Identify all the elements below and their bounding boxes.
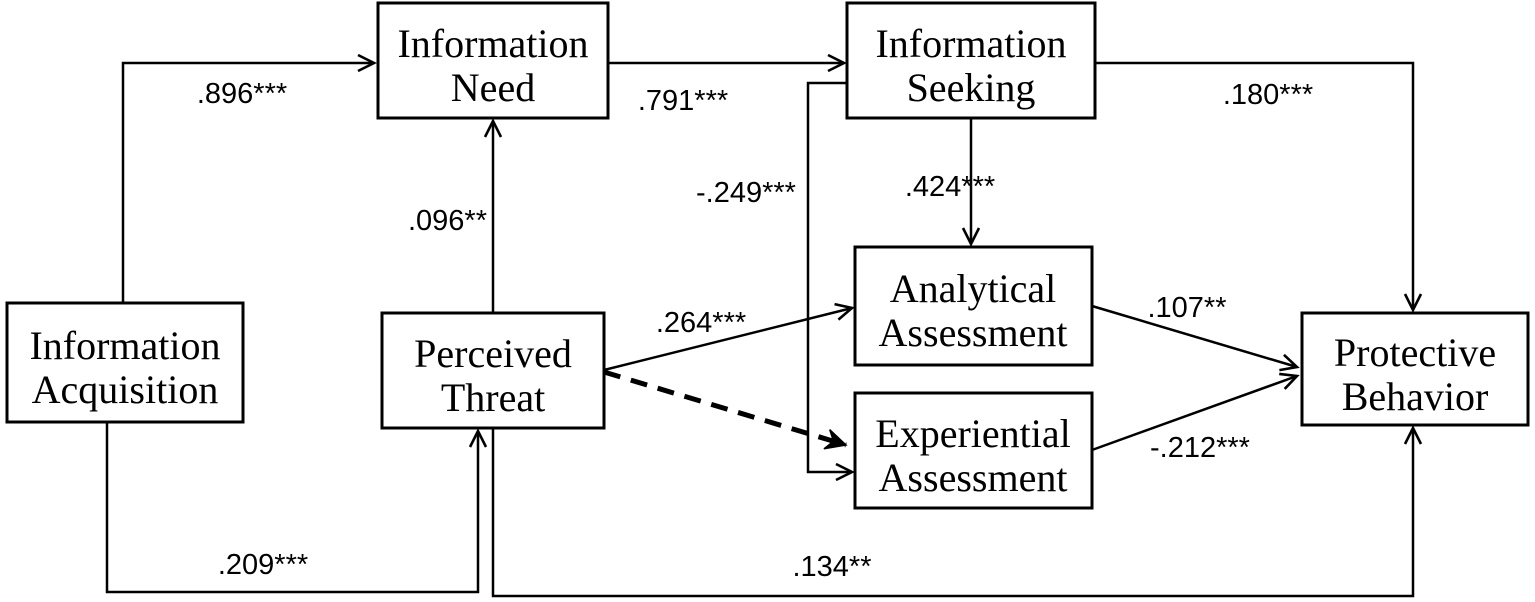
edge-acq-threat <box>105 422 488 594</box>
node-box <box>853 245 1094 367</box>
node-information-acquisition: Information Acquisition <box>5 301 245 424</box>
node-experiential-assessment: Experiential Assessment <box>853 391 1094 510</box>
edges-layer <box>105 53 1423 598</box>
coef-acq-threat: .209*** <box>218 549 308 581</box>
coef-acq-need: .896*** <box>197 78 287 110</box>
coef-need-seeking: .791*** <box>638 85 728 117</box>
coef-analytical-protective: .107** <box>1147 292 1226 324</box>
edge-threat-protective <box>491 425 1423 598</box>
edge-acq-need <box>121 53 377 303</box>
edge-labels-layer: .896*** .791*** .180*** .096** -.249*** … <box>197 78 1313 583</box>
node-box <box>853 391 1094 510</box>
coef-threat-analytical: .264*** <box>656 307 746 339</box>
coef-threat-need: .096** <box>408 205 487 237</box>
node-label-line1: Information <box>29 323 220 368</box>
node-label-line2: Threat <box>441 375 545 420</box>
node-analytical-assessment: Analytical Assessment <box>853 245 1094 367</box>
node-label-line2: Assessment <box>879 310 1068 355</box>
node-label-line2: Assessment <box>879 455 1068 500</box>
node-box <box>380 311 606 430</box>
node-label-line1: Analytical <box>890 266 1057 311</box>
node-box <box>1300 311 1530 427</box>
node-label-line1: Protective <box>1334 330 1496 375</box>
edge-seeking-protective <box>1095 61 1423 313</box>
coef-seeking-experiential: -.249*** <box>696 177 796 209</box>
node-label-line2: Seeking <box>907 65 1036 110</box>
coef-experiential-protective: -.212*** <box>1150 432 1250 464</box>
node-label-line1: Information <box>875 21 1066 66</box>
coef-seeking-protective: .180*** <box>1223 79 1313 111</box>
node-box <box>5 301 245 424</box>
edge-threat-experiential-dashed <box>603 369 848 450</box>
coef-seeking-analytical: .424*** <box>905 171 995 203</box>
node-label-line1: Experiential <box>875 411 1070 456</box>
edge-analytical-protective <box>1091 304 1300 372</box>
edge-threat-analytical <box>603 302 855 372</box>
node-information-need: Information Need <box>376 1 610 120</box>
edge-experiential-protective <box>1091 372 1300 452</box>
node-label-line2: Need <box>451 65 535 110</box>
node-label-line1: Information <box>397 21 588 66</box>
node-label-line2: Behavior <box>1342 374 1489 419</box>
node-label-line1: Perceived <box>414 331 572 376</box>
coef-threat-protective: .134** <box>792 551 871 583</box>
node-box <box>376 1 610 120</box>
node-perceived-threat: Perceived Threat <box>380 311 606 430</box>
nodes-layer: Information Acquisition Information Need… <box>5 1 1530 510</box>
edge-seeking-experiential <box>806 81 855 482</box>
node-label-line2: Acquisition <box>32 367 219 412</box>
node-information-seeking: Information Seeking <box>845 1 1097 120</box>
node-box <box>845 1 1097 120</box>
node-protective-behavior: Protective Behavior <box>1300 311 1530 427</box>
